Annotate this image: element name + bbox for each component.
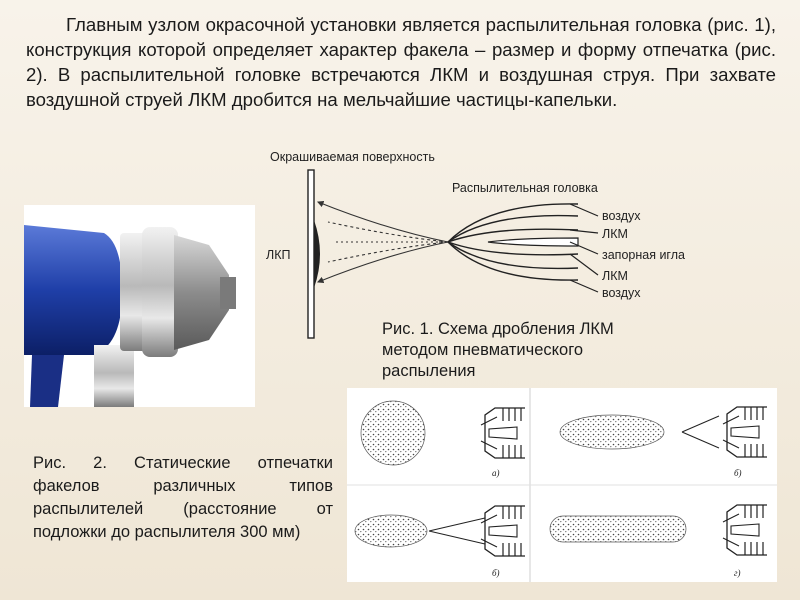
spray-prints-figure: а) б) б) г)	[347, 388, 777, 582]
lkp-label: ЛКП	[266, 248, 291, 262]
figure1-caption: Рис. 1. Схема дробления ЛКМ методом пнев…	[382, 320, 614, 380]
lkm-bottom-label: ЛКМ	[602, 269, 628, 283]
panel-label-b2: б)	[492, 568, 500, 578]
needle-label: запорная игла	[602, 248, 685, 262]
spray-head-diagram	[258, 142, 658, 342]
surface-label: Окрашиваемая поверхность	[270, 150, 435, 164]
panel-label-g: г)	[734, 568, 741, 578]
air-top-label: воздух	[602, 209, 641, 223]
panel-label-b1: б)	[734, 468, 742, 478]
intro-paragraph: Главным узлом окрасочной установки являе…	[26, 14, 776, 110]
figure2-caption: Рис. 2. Статические отпечатки факелов ра…	[33, 454, 333, 541]
lkm-top-label: ЛКМ	[602, 227, 628, 241]
spray-gun-photo	[24, 205, 255, 407]
panel-label-a: а)	[492, 468, 500, 478]
head-label: Распылительная головка	[452, 181, 598, 195]
air-bottom-label: воздух	[602, 286, 641, 300]
